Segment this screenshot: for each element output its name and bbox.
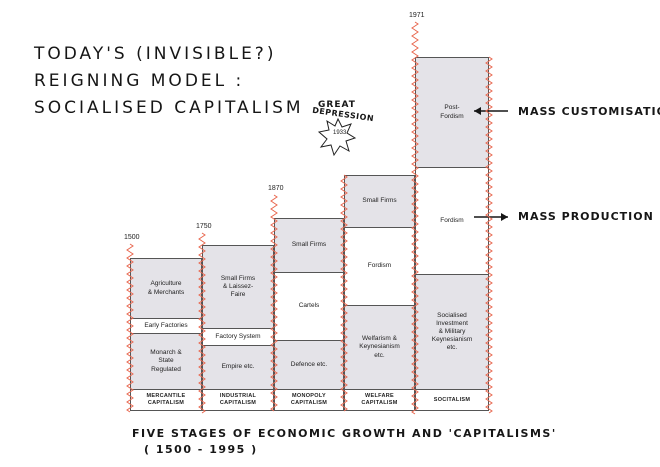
great-depression-year: 1933: [333, 130, 347, 136]
great-depression-label-1: GREAT: [318, 100, 356, 110]
heading-line-2: REIGNING MODEL :: [34, 71, 245, 91]
arrow-customisation-head: [474, 107, 481, 115]
starburst-icon: [317, 117, 357, 157]
stage-cell: Defence etc.: [274, 340, 344, 390]
caption-line-2: ( 1500 - 1995 ): [144, 443, 258, 456]
zigzag-line: [485, 56, 493, 414]
stage-cell: Fordism: [344, 227, 415, 306]
stage-cell: Socialised Investment & Military Keynesi…: [415, 274, 489, 390]
zigzag-line: [126, 243, 134, 413]
stage-cell: Monarch & State Regulated: [130, 333, 202, 390]
zigzag-line: [198, 232, 206, 414]
zigzag-line: [340, 174, 348, 412]
heading-line-1: TODAY'S (INVISIBLE?): [34, 44, 277, 64]
stage-cell: Small Firms & Laissez- Faire: [202, 245, 274, 329]
year-label: 1500: [124, 234, 140, 241]
stage-footer: SOCITALISM: [415, 389, 489, 411]
mass-customisation-label: MASS CUSTOMISATION: [518, 105, 660, 118]
arrow-production-head: [501, 213, 508, 221]
stage-footer: WELFARE CAPITALISM: [344, 389, 415, 411]
year-label: 1750: [196, 223, 212, 230]
stage-footer: INDUSTRIAL CAPITALISM: [202, 389, 274, 411]
mass-production-label: MASS PRODUCTION: [518, 210, 654, 223]
stage-footer: MERCANTILE CAPITALISM: [130, 389, 202, 411]
stage-cell: Empire etc.: [202, 345, 274, 390]
stage-cell: Welfarism & Keynesianism etc.: [344, 305, 415, 390]
stage-cell: Agriculture & Merchants: [130, 258, 202, 319]
stage-footer: MONOPOLY CAPITALISM: [274, 389, 344, 411]
caption-line-1: FIVE STAGES OF ECONOMIC GROWTH AND 'CAPI…: [132, 427, 557, 440]
zigzag-line: [411, 21, 419, 415]
year-label: 1870: [268, 185, 284, 192]
zigzag-line: [270, 194, 278, 412]
heading-line-3: SOCIALISED CAPITALISM: [34, 98, 304, 118]
stage-cell: Small Firms: [274, 218, 344, 273]
year-label: 1971: [409, 12, 425, 19]
stage-cell: Small Firms: [344, 175, 415, 228]
